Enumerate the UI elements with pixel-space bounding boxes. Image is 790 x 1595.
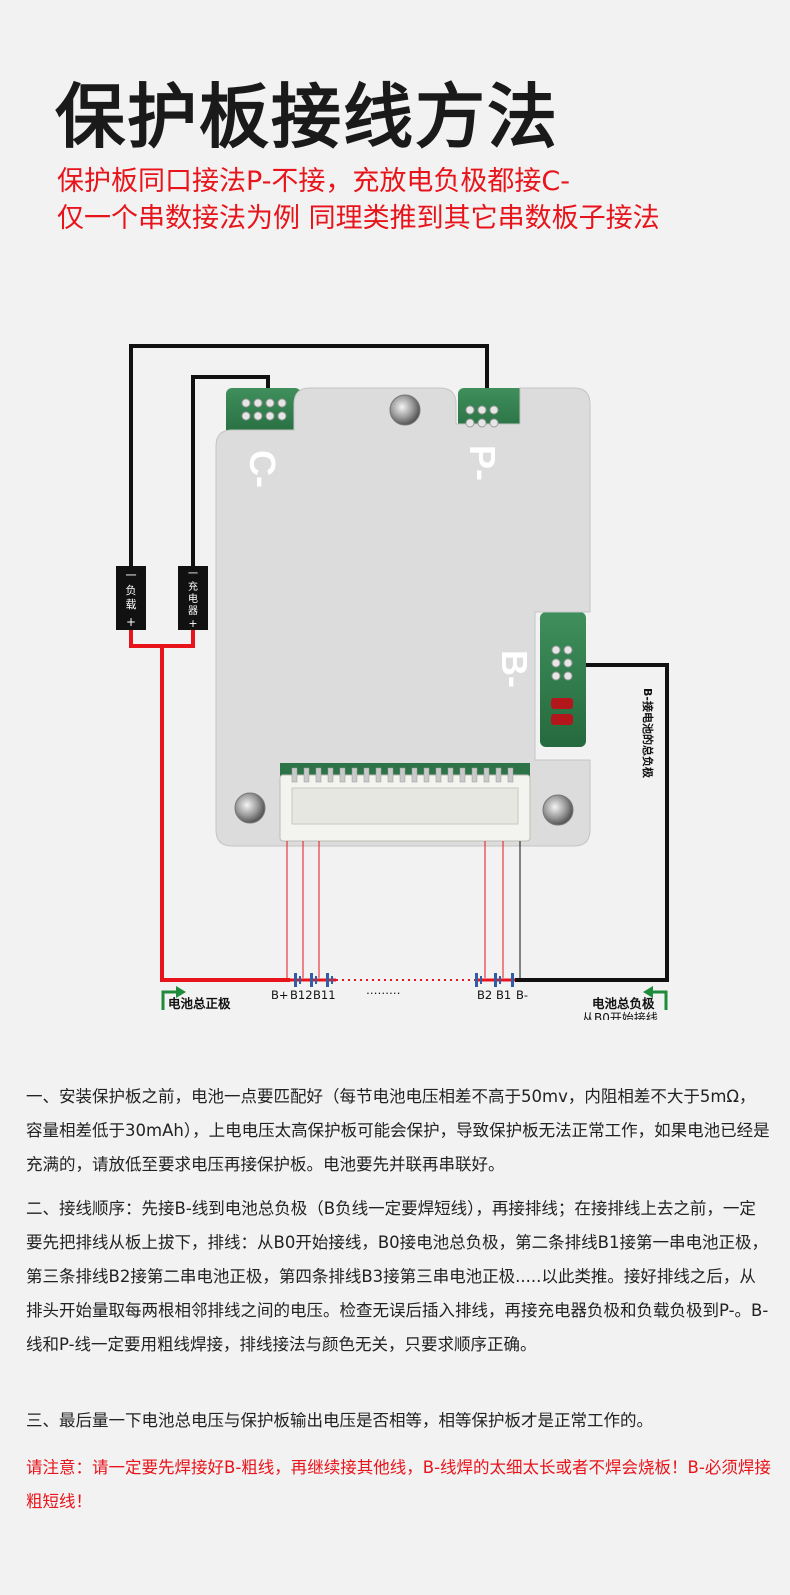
subtitle-line-2: 仅一个串数接法为例 同理类推到其它串数板子接法 [57, 203, 660, 234]
battery-negative-label: 电池总负极 [592, 996, 655, 1011]
label-b-minus: B- [494, 650, 535, 688]
instruction-paragraph-3: 三、最后量一下电池总电压与保护板输出电压是否相等，相等保护板才是正常工作的。 [26, 1411, 653, 1430]
battery-positive-arrow-icon [161, 986, 186, 1010]
solder-pads [241, 398, 573, 681]
load-block: 一 负 载 + [116, 566, 146, 630]
balance-wires [286, 841, 504, 978]
b-minus-wire [515, 663, 669, 982]
screws [234, 394, 574, 826]
instruction-paragraph-1: 一、安装保护板之前，电池一点要匹配好（每节电池电压相差不高于50mv，内阻相差不… [26, 1087, 770, 1174]
label-b-minus-wire: B- [516, 988, 528, 1002]
charger-minus: 一 [188, 569, 198, 580]
battery-negative-arrow-icon [643, 986, 668, 1010]
red-positive-wire [129, 630, 290, 982]
charger-plus: + [188, 617, 197, 630]
warning-paragraph: 请注意：请一定要先焊接好B-粗线，再继续接其他线，B-线焊的太细太长或者不焊会烧… [26, 1458, 771, 1511]
page-title: 保护板接线方法 [55, 76, 559, 158]
label-c-minus: C- [242, 450, 283, 488]
label-dots: ……… [366, 983, 401, 997]
battery-positive-label: 电池总正极 [168, 996, 231, 1011]
wiring-diagram: C- P- B- 一 负 载 + 一 充 电 器 + B-接电池的总负极 [116, 344, 669, 1020]
pcb-b-minus-pad [540, 612, 586, 747]
start-from-b0-label: 从B0开始接线 [582, 1010, 658, 1020]
label-b11: B11 [313, 988, 336, 1002]
load-plus: + [126, 615, 136, 629]
subtitle-line-1: 保护板同口接法P-不接，充放电负极都接C- [57, 166, 571, 197]
charger-name-3: 器 [188, 605, 198, 617]
load-minus: 一 [126, 569, 137, 582]
load-name-1: 负 [126, 583, 137, 597]
instruction-paragraph-2: 二、接线顺序：先接B-线到电池总负极（B负线一定要焊短线），再接排线；在接排线上… [26, 1199, 769, 1354]
label-b1: B1 [496, 988, 511, 1002]
load-name-2: 载 [126, 598, 137, 611]
black-wires-top [129, 344, 489, 566]
wire-labels: B+ B12 B11 ……… B2 B1 B- [271, 983, 528, 1002]
battery-chain [290, 973, 515, 987]
mosfet-components [551, 698, 573, 725]
protection-board [215, 387, 591, 847]
b-minus-note: B-接电池的总负极 [641, 688, 655, 779]
charger-name-2: 电 [188, 592, 198, 605]
charger-block: 一 充 电 器 + [178, 566, 208, 630]
label-p-minus: P- [462, 445, 503, 481]
connector-pins [291, 767, 514, 783]
label-b12: B12 [290, 988, 313, 1002]
label-b-plus: B+ [271, 988, 289, 1002]
charger-name-1: 充 [188, 580, 198, 593]
label-b2: B2 [477, 988, 492, 1002]
balance-connector [279, 763, 531, 842]
